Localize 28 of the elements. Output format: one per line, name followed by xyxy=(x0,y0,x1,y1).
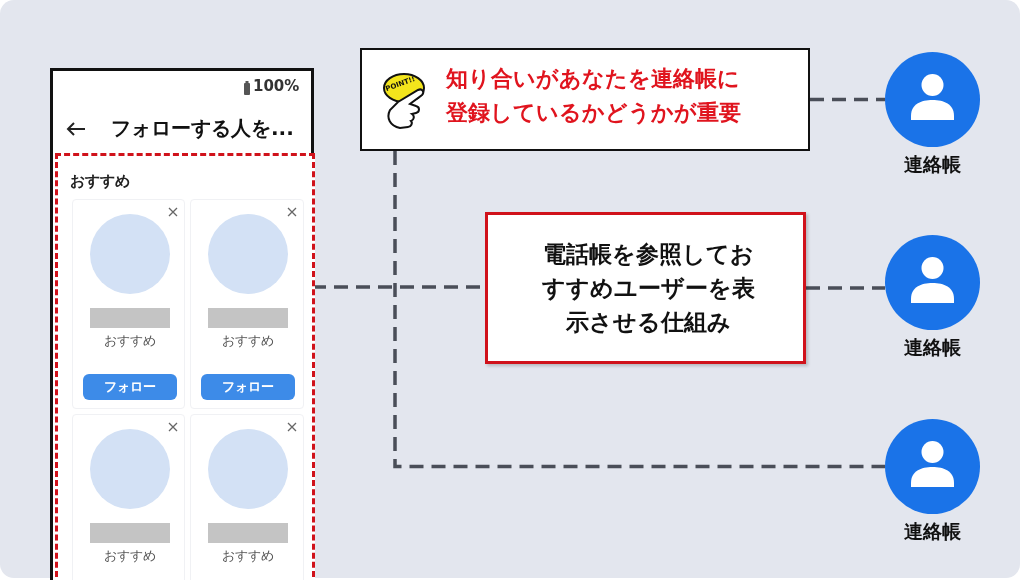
user-card xyxy=(190,199,304,409)
contact-icon xyxy=(885,52,980,147)
user-card xyxy=(72,414,185,580)
point-text: 知り合いがあなたを連絡帳に登録しているかどうかが重要 xyxy=(446,65,742,127)
battery-percentage: 100% xyxy=(253,77,300,95)
section-heading: おすすめ xyxy=(70,172,130,191)
user-card xyxy=(72,199,185,409)
connector-line xyxy=(393,151,885,469)
card-caption: おすすめ xyxy=(221,547,275,565)
connector-line xyxy=(806,286,885,290)
screen-title: フォローする人を... xyxy=(111,115,294,142)
contact-label: 連絡帳 xyxy=(903,519,962,544)
contact-icon xyxy=(885,235,980,330)
card-caption: おすすめ xyxy=(102,332,157,350)
follow-button: フォロー xyxy=(83,374,177,400)
follow-button: フォロー xyxy=(201,374,295,400)
contact-label: 連絡帳 xyxy=(903,335,962,360)
explanation-text: 電話帳を参照しておすすめユーザーを表示させる仕組み xyxy=(540,240,756,337)
card-caption: おすすめ xyxy=(102,547,157,565)
card-caption: おすすめ xyxy=(221,332,275,350)
contact-label: 連絡帳 xyxy=(903,152,962,177)
connector-line xyxy=(810,97,885,102)
user-card xyxy=(190,414,304,580)
phone-screen xyxy=(50,68,314,580)
explanation-box xyxy=(485,212,806,364)
recommendation-list xyxy=(55,153,315,580)
point-box xyxy=(360,48,810,151)
contact-icon xyxy=(885,419,980,514)
